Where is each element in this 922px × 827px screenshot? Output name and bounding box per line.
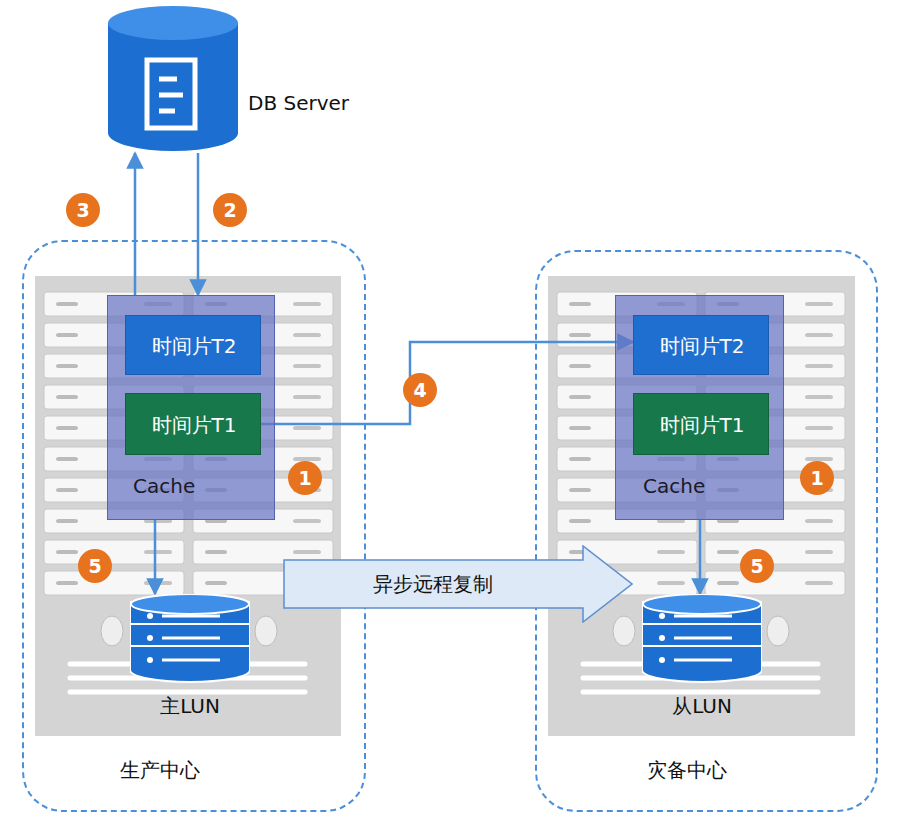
time-slice-box: 时间片T1: [125, 393, 261, 455]
time-slice-box: 时间片T2: [125, 315, 261, 375]
time-slice-box: 时间片T2: [633, 315, 769, 375]
node-label: 异步远程复制: [373, 572, 493, 596]
node-label: 时间片T2: [660, 334, 745, 358]
callout-number: 4: [403, 373, 437, 407]
database-server: DB Server: [107, 5, 369, 153]
callout-number: 5: [740, 549, 774, 583]
flow-arrow: [154, 520, 157, 594]
node-label: 时间片T1: [660, 413, 745, 437]
flow-arrow: [261, 342, 633, 424]
server-rack: [548, 276, 855, 736]
node-label: Cache: [643, 474, 705, 498]
callout-number: 1: [800, 461, 834, 495]
node-label: DB Server: [248, 91, 349, 115]
server-rack: [35, 276, 341, 736]
site-region: 生产中心 Cache 时间片T2 时间片T1 主LUN: [22, 240, 366, 812]
site-region: 灾备中心 Cache 时间片T2 时间片T1 从LUN: [535, 250, 878, 812]
disk-stack-icon: [642, 594, 762, 690]
node-label: 灾备中心: [647, 758, 727, 782]
lun-storage: 主LUN: [130, 594, 250, 722]
node-label: 时间片T2: [152, 334, 237, 358]
node-label: 主LUN: [160, 694, 220, 718]
callout-number: 2: [213, 193, 247, 227]
callout-number: 5: [78, 549, 112, 583]
callout-number: 3: [66, 193, 100, 227]
node-label: 生产中心: [120, 758, 200, 782]
callout-number: 1: [288, 461, 322, 495]
database-icon: [107, 5, 239, 153]
time-slice-box: 时间片T1: [633, 393, 769, 455]
disk-stack-icon: [130, 594, 250, 690]
flow-arrow: [699, 520, 702, 594]
cache-box: Cache 时间片T2 时间片T1: [615, 295, 784, 520]
flow-arrow: [134, 153, 137, 295]
node-label: 时间片T1: [152, 413, 237, 437]
node-label: Cache: [133, 474, 195, 498]
replication-arrow: 异步远程复制: [283, 545, 633, 623]
cache-box: Cache 时间片T2 时间片T1: [107, 295, 275, 520]
node-label: 从LUN: [672, 694, 732, 718]
flow-arrow: [197, 153, 200, 295]
lun-storage: 从LUN: [642, 594, 762, 722]
